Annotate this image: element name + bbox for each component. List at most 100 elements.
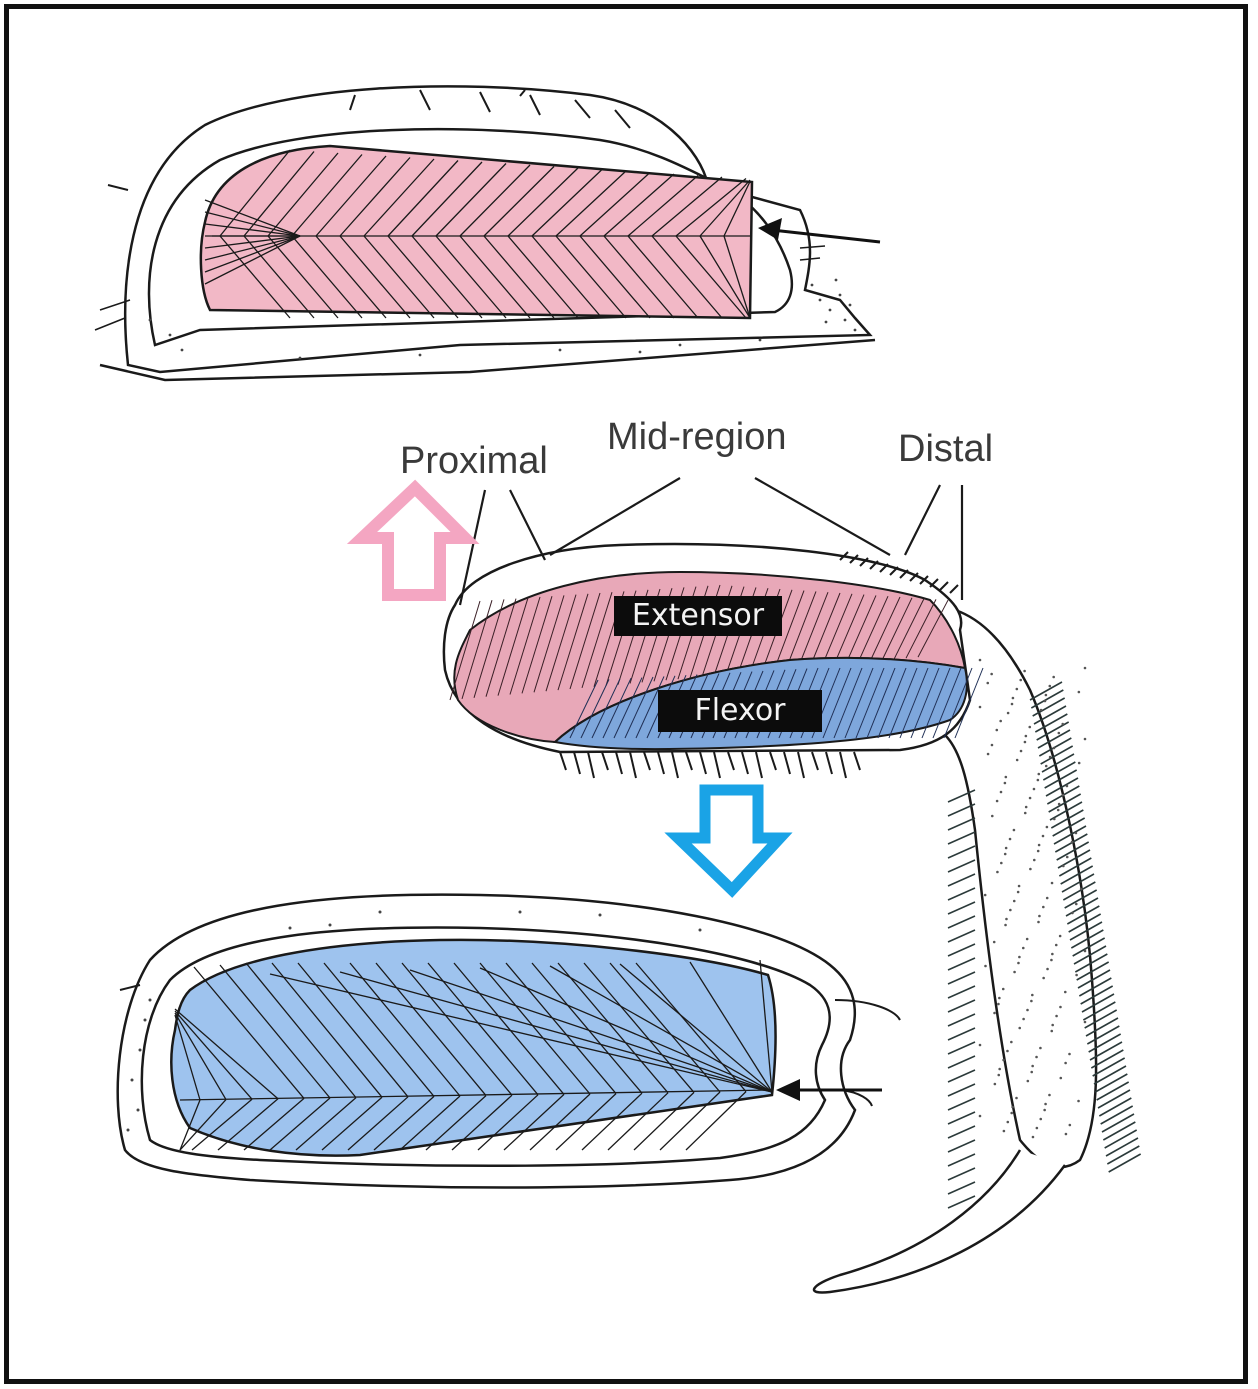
leg-bristle (948, 958, 975, 970)
leg-stipple-dot (1031, 994, 1034, 997)
leg-stipple-dot (1043, 1109, 1046, 1112)
femur-spine (602, 752, 608, 770)
leg-bristle (1031, 690, 1063, 708)
leg-stipple-dot (1017, 962, 1020, 965)
leg-stipple-dot (1026, 1009, 1029, 1012)
leg-stipple-dot (1016, 688, 1019, 691)
leg-bristle (948, 818, 975, 830)
femur-spine (742, 752, 748, 774)
leg-bristle (948, 1126, 975, 1138)
leg-stipple-dot (1011, 1106, 1014, 1109)
leg-stipple-dot (1033, 859, 1036, 862)
blue-down-arrow-icon (678, 790, 780, 890)
leg-stipple-dot (1005, 776, 1008, 779)
black-left-arrow-icon (758, 218, 880, 242)
leg-stipple-dot (1064, 1062, 1067, 1065)
leg-stipple-dot (1084, 667, 1087, 670)
leg-bristle (948, 972, 975, 984)
leg-bristle (948, 1140, 975, 1152)
leg-stipple-dot (1020, 750, 1023, 753)
leg-bristle (1094, 1066, 1126, 1084)
leg-stipple-dot (1000, 791, 1003, 794)
leg-stipple-dot (1062, 794, 1065, 797)
leg-stipple-dot (997, 1003, 1000, 1006)
leg-stipple-dot (1000, 862, 1003, 865)
leg-bristle (948, 1000, 975, 1012)
leg-stipple-dot (1071, 841, 1074, 844)
femur-spine (644, 752, 650, 770)
leg-stipple-dot (1042, 835, 1045, 838)
leg-stipple-dot (1084, 1021, 1087, 1024)
femur-spine (616, 752, 622, 774)
leg-stipple-dot (1075, 903, 1078, 906)
leg-stipple-dot (1044, 700, 1047, 703)
leg-stipple-dot (1037, 773, 1040, 776)
leg-stipple-dot (1059, 1077, 1062, 1080)
leg-stipple-dot (1078, 691, 1081, 694)
leg-stipple-dot (1059, 1006, 1062, 1009)
leg-stipple-dot (1029, 797, 1032, 800)
leg-stipple-dot (1050, 959, 1053, 962)
leg-stipple-dot (1058, 732, 1061, 735)
leg-stipple-dot (1084, 738, 1087, 741)
leg-stipple-dot (1037, 921, 1040, 924)
leg-stipple-dot (1018, 1027, 1021, 1030)
leg-stipple-dot (1004, 782, 1007, 785)
leg-stipple-dot (1040, 709, 1043, 712)
leg-bristle (948, 1182, 975, 1194)
leg-stipple-dot (1050, 1030, 1053, 1033)
leg-stipple-dot (1030, 1000, 1033, 1003)
leg-stipple-dot (1065, 1133, 1068, 1136)
femur-spine (798, 752, 804, 778)
leg-bristle (948, 902, 975, 914)
leg-stipple-dot (1038, 915, 1041, 918)
leg-bristle (948, 1098, 975, 1110)
mid-region-label: Mid-region (607, 418, 787, 456)
leg-stipple-dot (1010, 1112, 1013, 1115)
leg-bristle (1099, 1098, 1131, 1116)
leg-stipple-dot (1042, 906, 1045, 909)
leg-stipple-dot (1022, 947, 1025, 950)
leg-stipple-dot (1035, 1056, 1038, 1059)
leg-stipple-dot (1046, 897, 1049, 900)
leg-bristle (1097, 1082, 1129, 1100)
leg-stipple-dot (1066, 785, 1069, 788)
leg-stipple-dot (979, 706, 982, 709)
leg-bristle (1105, 1130, 1137, 1148)
leg-bristle (948, 1042, 975, 1054)
leg-stipple-dot (1005, 847, 1008, 850)
leg-stipple-dot (1019, 679, 1022, 682)
leg-stipple-dot (1006, 1121, 1009, 1124)
leg-stipple-dot (1068, 1053, 1071, 1056)
leg-stipple-dot (1013, 971, 1016, 974)
femur-spine (672, 752, 678, 778)
leg-stipple-dot (998, 997, 1001, 1000)
leg-stipple-dot (1003, 1130, 1006, 1133)
leg-stipple-dot (1084, 950, 1087, 953)
leg-bristle (948, 846, 975, 858)
leg-bristle (948, 930, 975, 942)
leg-bristle (948, 874, 975, 886)
leg-stipple-dot (1033, 788, 1036, 791)
leg-stipple-dot (1004, 853, 1007, 856)
leg-stipple-dot (1024, 741, 1027, 744)
leg-stipple-dot (1051, 1024, 1054, 1027)
leg-bristle (1095, 1074, 1127, 1092)
leg-stipple-dot (1053, 747, 1056, 750)
leg-bristle (948, 1014, 975, 1026)
leg-stipple-dot (1051, 882, 1054, 885)
leg-stipple-dot (1048, 685, 1051, 688)
leg-stipple-dot (1075, 974, 1078, 977)
femur-spine (728, 752, 734, 770)
leg-stipple-dot (1006, 1050, 1009, 1053)
leg-stipple-dot (1066, 856, 1069, 859)
leg-stipple-dot (1037, 779, 1040, 782)
leg-stipple-dot (1038, 844, 1041, 847)
leg-bristle (1106, 1138, 1138, 1156)
leg-bristle (948, 916, 975, 928)
leg-stipple-dot (994, 1083, 997, 1086)
leg-stipple-dot (1022, 1018, 1025, 1021)
leg-stipple-dot (1010, 1041, 1013, 1044)
leg-stipple-dot (1071, 912, 1074, 915)
femur-spine (574, 752, 580, 774)
